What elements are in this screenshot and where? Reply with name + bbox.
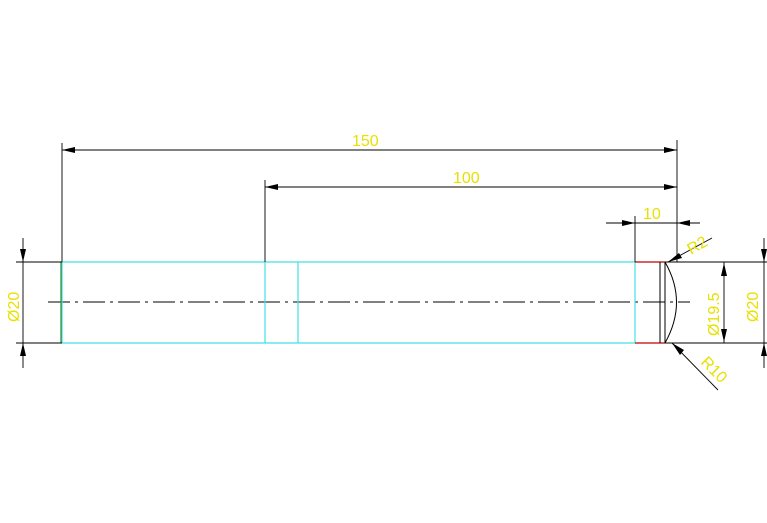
dimension-diameter-left: Ø20 xyxy=(6,238,26,368)
diameter-inner-label: Ø19.5 xyxy=(706,292,723,336)
dimension-150-label: 150 xyxy=(352,133,379,150)
radius-r2-label: R2 xyxy=(685,233,711,258)
extension-lines xyxy=(16,140,767,344)
dimension-100-label: 100 xyxy=(453,170,480,187)
dimension-diameter-inner: Ø19.5 xyxy=(706,262,727,343)
dimension-10-label: 10 xyxy=(643,206,661,223)
dimension-partial-length: 100 xyxy=(265,170,677,190)
shaft-end-profile xyxy=(635,261,677,344)
dimension-diameter-right: Ø20 xyxy=(745,238,767,368)
diameter-left-label: Ø20 xyxy=(6,292,23,322)
dimension-overall-length: 150 xyxy=(62,133,677,153)
dimension-radius-large: R10 xyxy=(671,342,730,391)
radius-r10-label: R10 xyxy=(697,354,730,387)
shaft-body xyxy=(61,261,636,344)
dimension-radius-small: R2 xyxy=(667,233,713,263)
dimension-end-length: 10 xyxy=(606,206,700,226)
diameter-right-label: Ø20 xyxy=(745,292,762,322)
